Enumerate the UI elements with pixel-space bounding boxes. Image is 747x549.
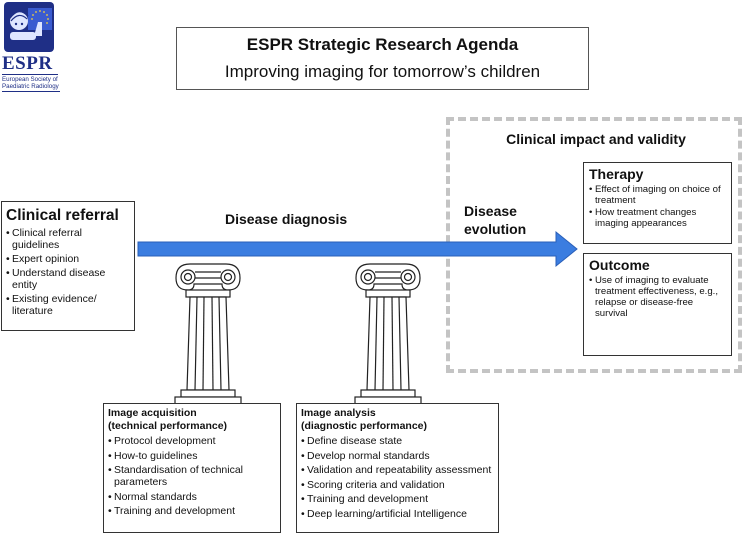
outcome-heading: Outcome bbox=[589, 257, 650, 273]
logo-acronym: ESPR bbox=[2, 54, 58, 75]
page-subtitle: Improving imaging for tomorrow’s childre… bbox=[224, 62, 541, 81]
pillar-analysis-icon bbox=[354, 263, 422, 405]
timeline-arrow bbox=[137, 230, 578, 268]
list-item: Effect of imaging on choice of treatment bbox=[589, 184, 726, 206]
clinical-referral-heading: Clinical referral bbox=[6, 207, 119, 224]
list-item: Standardisation of technical parameters bbox=[108, 464, 276, 488]
list-item: Deep learning/artificial Intelligence bbox=[301, 508, 494, 520]
clinical-referral-box: Clinical referral Clinical referral guid… bbox=[1, 201, 135, 331]
image-analysis-subheading: (diagnostic performance) bbox=[301, 420, 428, 432]
list-item: Normal standards bbox=[108, 491, 276, 503]
list-item: Scoring criteria and validation bbox=[301, 479, 494, 491]
image-analysis-box: Image analysis (diagnostic performance) … bbox=[296, 403, 499, 533]
image-acquisition-subheading: (technical performance) bbox=[108, 420, 228, 432]
title-box: ESPR Strategic Research Agenda Improving… bbox=[176, 27, 589, 90]
logo-full-name: European Society of Paediatric Radiology bbox=[2, 76, 60, 92]
list-item: Understand disease entity bbox=[6, 267, 130, 291]
espr-logo: ESPR European Society of Paediatric Radi… bbox=[2, 2, 60, 94]
image-acquisition-box: Image acquisition (technical performance… bbox=[103, 403, 281, 533]
list-item: Develop normal standards bbox=[301, 450, 494, 462]
disease-evolution-label: Disease evolution bbox=[464, 203, 527, 237]
list-item: Define disease state bbox=[301, 435, 494, 447]
therapy-heading: Therapy bbox=[589, 166, 644, 182]
page-title: ESPR Strategic Research Agenda bbox=[246, 35, 519, 54]
image-acquisition-heading: Image acquisition bbox=[108, 407, 197, 419]
list-item: Validation and repeatability assessment bbox=[301, 464, 494, 476]
clinical-impact-heading: Clinical impact and validity bbox=[506, 131, 686, 147]
list-item: Expert opinion bbox=[6, 253, 130, 265]
list-item: How treatment changes imaging appearance… bbox=[589, 207, 726, 229]
list-item: Clinical referral guidelines bbox=[6, 227, 130, 251]
therapy-box: Therapy Effect of imaging on choice of t… bbox=[583, 162, 732, 244]
disease-diagnosis-label: Disease diagnosis bbox=[225, 211, 348, 227]
image-analysis-heading: Image analysis bbox=[301, 407, 376, 419]
list-item: How-to guidelines bbox=[108, 450, 276, 462]
list-item: Training and development bbox=[301, 493, 494, 505]
list-item: Existing evidence/ literature bbox=[6, 293, 130, 317]
list-item: Training and development bbox=[108, 505, 276, 517]
child-emblem-icon bbox=[4, 2, 54, 52]
list-item: Use of imaging to evaluate treatment eff… bbox=[589, 275, 726, 319]
outcome-box: Outcome Use of imaging to evaluate treat… bbox=[583, 253, 732, 356]
pillar-acquisition-icon bbox=[174, 263, 242, 405]
list-item: Protocol development bbox=[108, 435, 276, 447]
